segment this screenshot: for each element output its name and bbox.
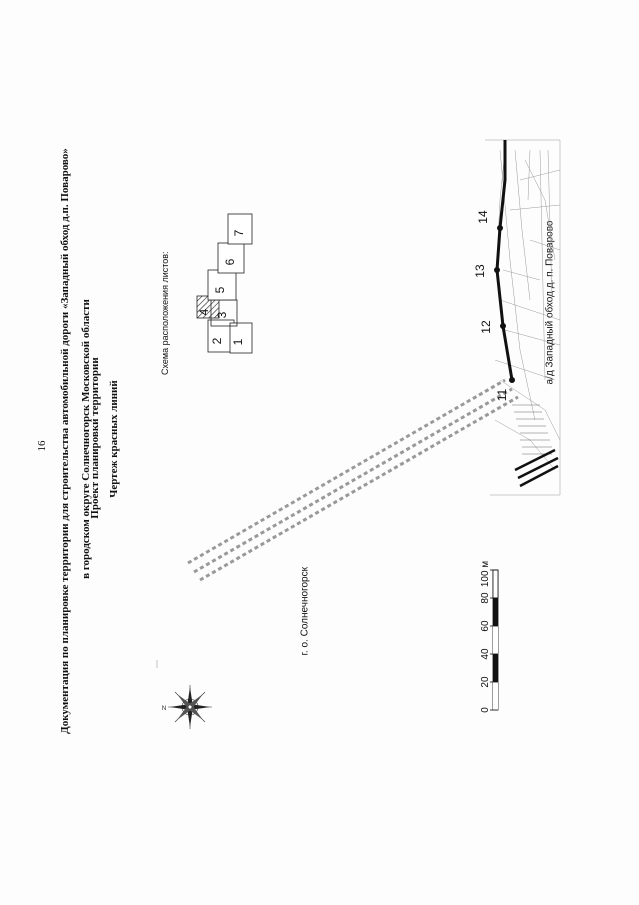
scale-tick-80: 80 [480, 592, 491, 604]
dashed-easement-band [187, 378, 519, 582]
railway-lines [514, 448, 559, 488]
scale-bar: 0 20 40 60 80 100 м [480, 561, 499, 713]
compass-rose-icon: N [162, 685, 212, 729]
road-axis-line [495, 140, 514, 381]
road-point-11 [509, 377, 515, 383]
scale-tick-100: 100 м [480, 561, 491, 587]
road-point-label-12: 12 [479, 320, 493, 334]
sheet-box-5 [207, 269, 237, 301]
road-point-label-13: 13 [473, 264, 487, 278]
sheet-number-1: 1 [231, 338, 245, 345]
scale-tick-20: 20 [480, 676, 491, 688]
road-point-12 [500, 323, 506, 329]
road-point-14 [497, 225, 503, 231]
sheet-number-7: 7 [232, 229, 246, 236]
sheet-number-4: 4 [197, 308, 211, 315]
compass-north-label: N [162, 706, 166, 712]
sheet-box-1 [229, 322, 253, 354]
scale-tick-60: 60 [480, 620, 491, 632]
road-point-label-14: 14 [476, 210, 490, 224]
road-point-13 [494, 267, 500, 273]
scale-tick-0: 0 [480, 707, 491, 713]
map-area [485, 139, 561, 496]
road-points [494, 225, 515, 383]
sheet-box-6 [217, 242, 245, 274]
sheet-box-7 [227, 213, 253, 245]
sheet-number-2: 2 [210, 337, 224, 344]
road-point-label-11: 11 [495, 388, 509, 401]
sheet-number-5: 5 [213, 286, 227, 293]
scale-tick-40: 40 [480, 648, 491, 660]
sheet-number-3: 3 [215, 311, 229, 318]
sheet-scheme [196, 213, 253, 354]
sheet-number-6: 6 [223, 258, 237, 265]
